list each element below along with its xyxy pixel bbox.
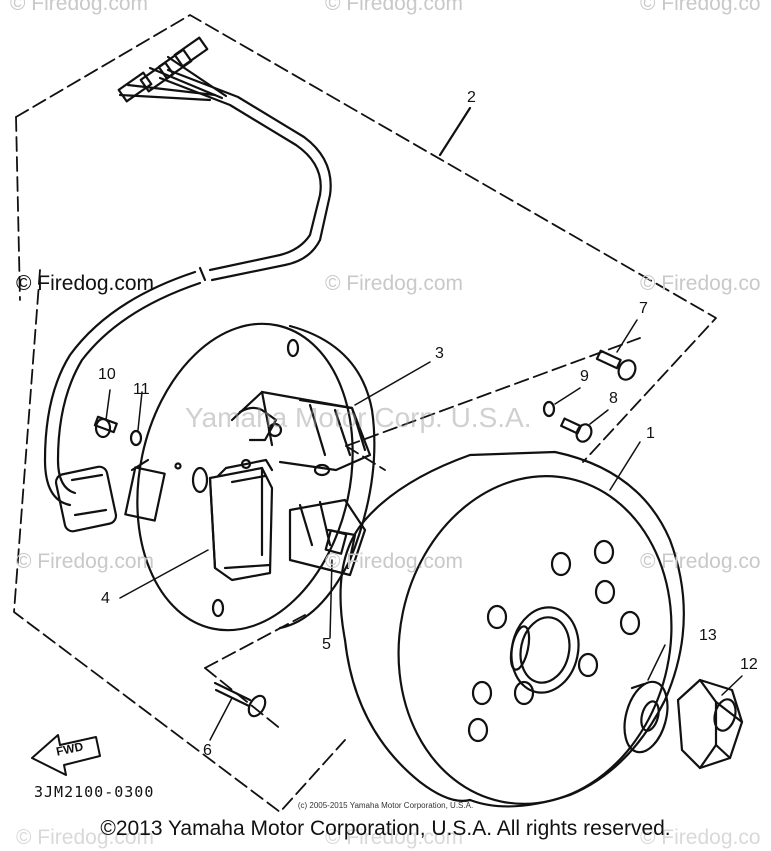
fwd-arrow bbox=[31, 734, 101, 776]
watermark-center: Yamaha Motor Corp. U.S.A. bbox=[185, 402, 532, 433]
watermark-bottom-right: © Firedog.co bbox=[640, 826, 761, 849]
watermark-bottom-left: © Firedog.com bbox=[16, 826, 155, 849]
watermark-top-right: © Firedog.co bbox=[640, 0, 761, 15]
callout-2: 2 bbox=[467, 89, 476, 106]
watermark-mid-right: © Firedog.co bbox=[640, 272, 761, 295]
watermark-low-left: © Firedog.com bbox=[16, 550, 155, 573]
leader-lines bbox=[105, 319, 743, 741]
leader-2 bbox=[438, 106, 472, 157]
nut-12 bbox=[676, 678, 744, 770]
washer-11 bbox=[129, 429, 143, 447]
callout-7: 7 bbox=[639, 300, 648, 317]
watermark-bottom-mid: © Firedog.com bbox=[325, 826, 464, 849]
callout-8: 8 bbox=[609, 390, 618, 407]
charging-coil-3 bbox=[230, 390, 372, 472]
part-code: 3JM2100-0300 bbox=[34, 783, 155, 801]
grommet bbox=[54, 465, 118, 533]
screw-7 bbox=[595, 349, 637, 381]
callout-10: 10 bbox=[98, 366, 116, 383]
watermark-low-center: © Firedog.com bbox=[325, 550, 464, 573]
watermark-low-right: © Firedog.co bbox=[640, 550, 761, 573]
callout-3: 3 bbox=[435, 345, 444, 362]
stator-plate bbox=[136, 322, 376, 632]
screw-8 bbox=[560, 417, 593, 443]
watermark-mid-left: © Firedog.com bbox=[16, 272, 155, 295]
callout-12: 12 bbox=[740, 656, 758, 673]
pickup-coil-4 bbox=[208, 458, 274, 582]
watermark-top-left: © Firedog.com bbox=[10, 0, 149, 15]
callout-6: 6 bbox=[203, 742, 212, 759]
washer-9 bbox=[542, 400, 556, 418]
flywheel-rotor bbox=[339, 450, 685, 808]
callout-9: 9 bbox=[580, 368, 589, 385]
screw-10 bbox=[93, 415, 118, 439]
washer-13 bbox=[623, 680, 669, 754]
coil-bracket bbox=[124, 458, 166, 522]
watermark-top-mid: © Firedog.com bbox=[325, 0, 464, 15]
small-copyright: (c) 2005-2015 Yamaha Motor Corporation, … bbox=[297, 801, 474, 810]
watermark-mid-center: © Firedog.com bbox=[325, 272, 464, 295]
callout-4: 4 bbox=[101, 590, 110, 607]
callout-5: 5 bbox=[322, 636, 331, 653]
copyright-notice: ©2013 Yamaha Motor Corporation, U.S.A. A… bbox=[100, 817, 671, 840]
callout-13: 13 bbox=[699, 627, 717, 644]
callout-11: 11 bbox=[133, 381, 150, 398]
callout-1: 1 bbox=[646, 425, 655, 442]
